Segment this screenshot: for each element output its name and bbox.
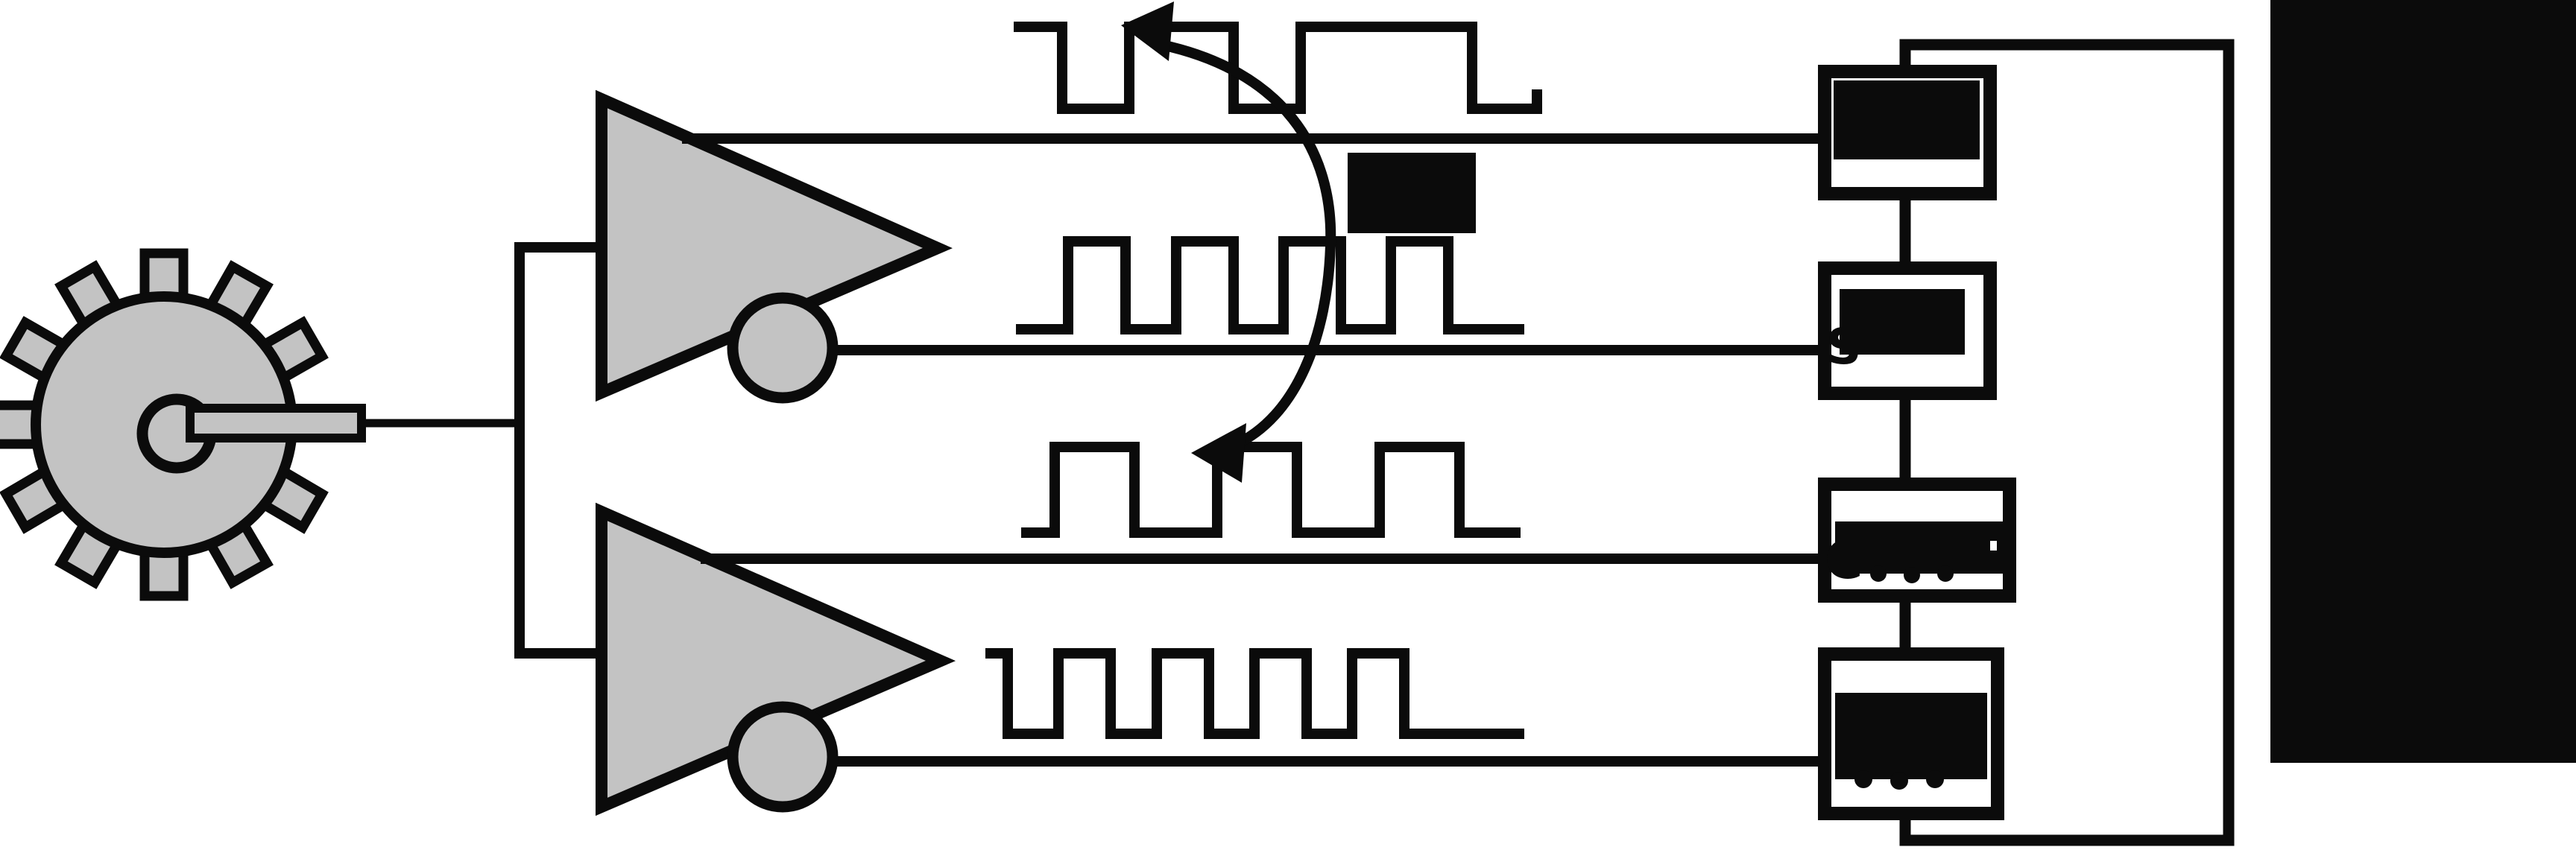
motor-shaft <box>186 404 366 443</box>
redacted-panel <box>2270 0 2576 763</box>
arrowhead-top-icon <box>1121 1 1174 61</box>
input-branch-wire <box>514 242 605 659</box>
letter-descender-bump <box>1870 565 1887 582</box>
inverter-bubble-b <box>727 701 839 813</box>
redaction-box-mid <box>1348 153 1476 233</box>
waveform-a <box>1014 22 1542 114</box>
arrowhead-bottom-icon <box>1191 423 1246 483</box>
letter-descender-bump <box>1890 772 1908 790</box>
waveform-a-inv <box>1016 236 1524 334</box>
inverter-bubble-a <box>727 292 839 404</box>
waveform-b <box>1021 442 1521 538</box>
redaction-gap-dot <box>1990 541 1997 551</box>
latch-label-redaction-2 <box>1840 289 1965 355</box>
gear-tooth <box>139 248 189 302</box>
letter-descender-bump <box>1854 770 1872 788</box>
counter-frame <box>1899 39 2235 846</box>
gear-tooth <box>0 400 41 449</box>
phase-shift-arrow-arc <box>1160 39 1336 451</box>
gear-tooth <box>139 548 189 601</box>
letter-descender-bump <box>1926 770 1944 788</box>
latch-label-redaction-3 <box>1835 521 2004 574</box>
letter-descender-bump <box>1904 567 1920 583</box>
latch-label-redaction-4 <box>1835 693 1987 779</box>
letter-descender-bump <box>1937 565 1954 582</box>
waveform-b-inv <box>985 648 1524 739</box>
latch-label-redaction-1 <box>1834 80 1980 159</box>
